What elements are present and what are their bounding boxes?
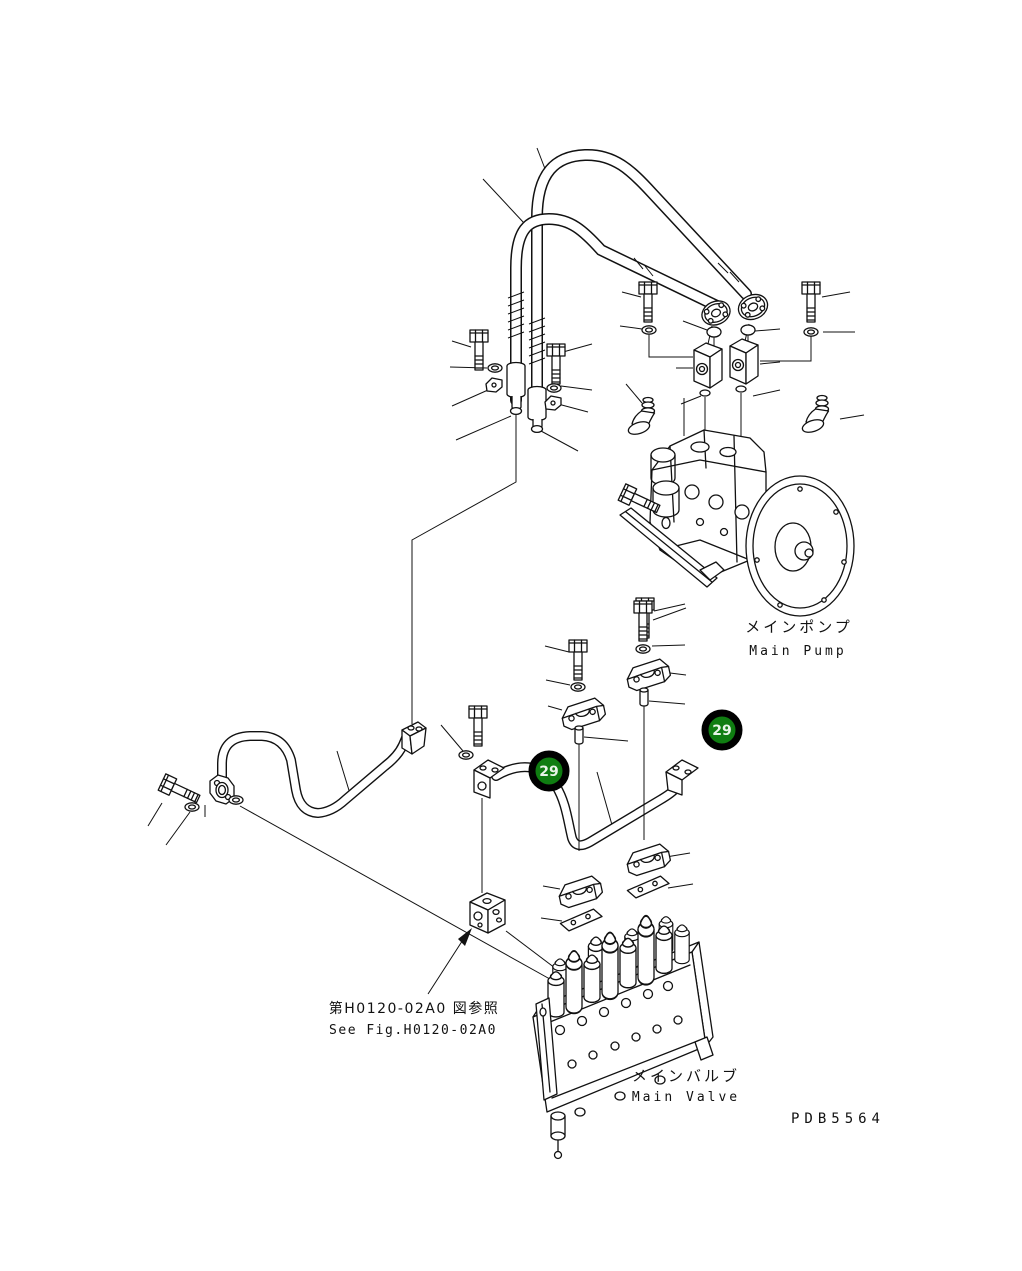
- see-fig-label-jp: 第H0120-02A0 図参照: [329, 1000, 499, 1017]
- saddle-clamp: [558, 695, 608, 732]
- pipe-to-valve-line: [239, 805, 558, 984]
- bolt: [638, 281, 658, 323]
- callout-circle[interactable]: [528, 750, 570, 792]
- washer: [184, 802, 200, 812]
- labels: メインポンプ Main Pump メインバルブ Main Valve 第H012…: [329, 618, 885, 1127]
- hose-guard-hatching: [507, 291, 525, 339]
- bolt: [568, 639, 588, 681]
- see-fig-label-en: See Fig.H0120-02A0: [329, 1023, 497, 1038]
- pipe-flange: [209, 774, 235, 805]
- bolt: [469, 329, 489, 371]
- hose-mount-hardware: [469, 329, 566, 411]
- bolt: [801, 281, 821, 323]
- junction-block: [469, 892, 506, 934]
- ball-fitting: [706, 326, 722, 338]
- washer: [487, 363, 503, 373]
- pipe-elbow-end: [401, 721, 427, 755]
- hose-fitting-right: [527, 385, 547, 434]
- hose-to-pipe-routing-line: [411, 415, 517, 724]
- main-valve-drawing: [532, 914, 714, 1160]
- hose-fitting-left: [506, 361, 526, 416]
- washer: [635, 644, 651, 654]
- left-pipe-assembly: [157, 721, 427, 819]
- pump-flange-blocks: [626, 281, 830, 438]
- washer: [546, 383, 562, 393]
- main-valve-label-jp: メインバルブ: [632, 1067, 740, 1085]
- leader-lines: [147, 147, 865, 1000]
- hose-short: [510, 212, 725, 406]
- bolt: [468, 705, 488, 747]
- pump-bracket: [619, 507, 718, 588]
- callout-circle[interactable]: [701, 709, 743, 751]
- flange-block-right: [729, 338, 759, 393]
- drawing-code: PDB5564: [791, 1111, 885, 1127]
- saddle-clamp: [623, 841, 673, 878]
- pin: [639, 687, 649, 707]
- main-valve-label-en: Main Valve: [632, 1090, 740, 1105]
- elbow-fitting: [626, 396, 656, 438]
- pin: [574, 725, 584, 745]
- pipe-elbow-right: [665, 759, 699, 796]
- washer: [228, 795, 244, 805]
- see-fig-arrowhead: [458, 928, 472, 946]
- clamp-plate: [558, 907, 604, 933]
- pipe-elbow-left: [473, 759, 505, 799]
- main-pump-drawing: [617, 429, 855, 639]
- callout-number: 29: [539, 764, 558, 780]
- ball-fitting: [740, 324, 756, 336]
- washer: [803, 327, 819, 337]
- bolt: [157, 773, 203, 808]
- clamp-set-left: [558, 639, 608, 745]
- elbow-fitting: [800, 394, 830, 436]
- washer: [641, 325, 657, 335]
- elbow-bolt-set: [458, 705, 488, 760]
- main-pump-label-en: Main Pump: [749, 644, 846, 659]
- saddle-clamp: [623, 656, 673, 693]
- washer: [458, 750, 474, 760]
- bolt: [546, 343, 566, 385]
- main-pump-label-jp: メインポンプ: [745, 618, 853, 636]
- hose-flange-left: [701, 300, 731, 326]
- saddle-clamp: [555, 873, 605, 910]
- lower-pipe-assembly: [473, 706, 699, 933]
- clamp-plate: [625, 874, 671, 900]
- callout-number: 29: [712, 723, 731, 739]
- callout-29-left[interactable]: 29: [528, 750, 570, 792]
- valve-drain-fitting: [550, 1111, 566, 1160]
- flange-block-left: [693, 342, 723, 397]
- washer: [570, 682, 586, 692]
- upper-hoses: [506, 148, 769, 434]
- callout-29-right[interactable]: 29: [701, 709, 743, 751]
- hose-flange-right: [737, 293, 769, 321]
